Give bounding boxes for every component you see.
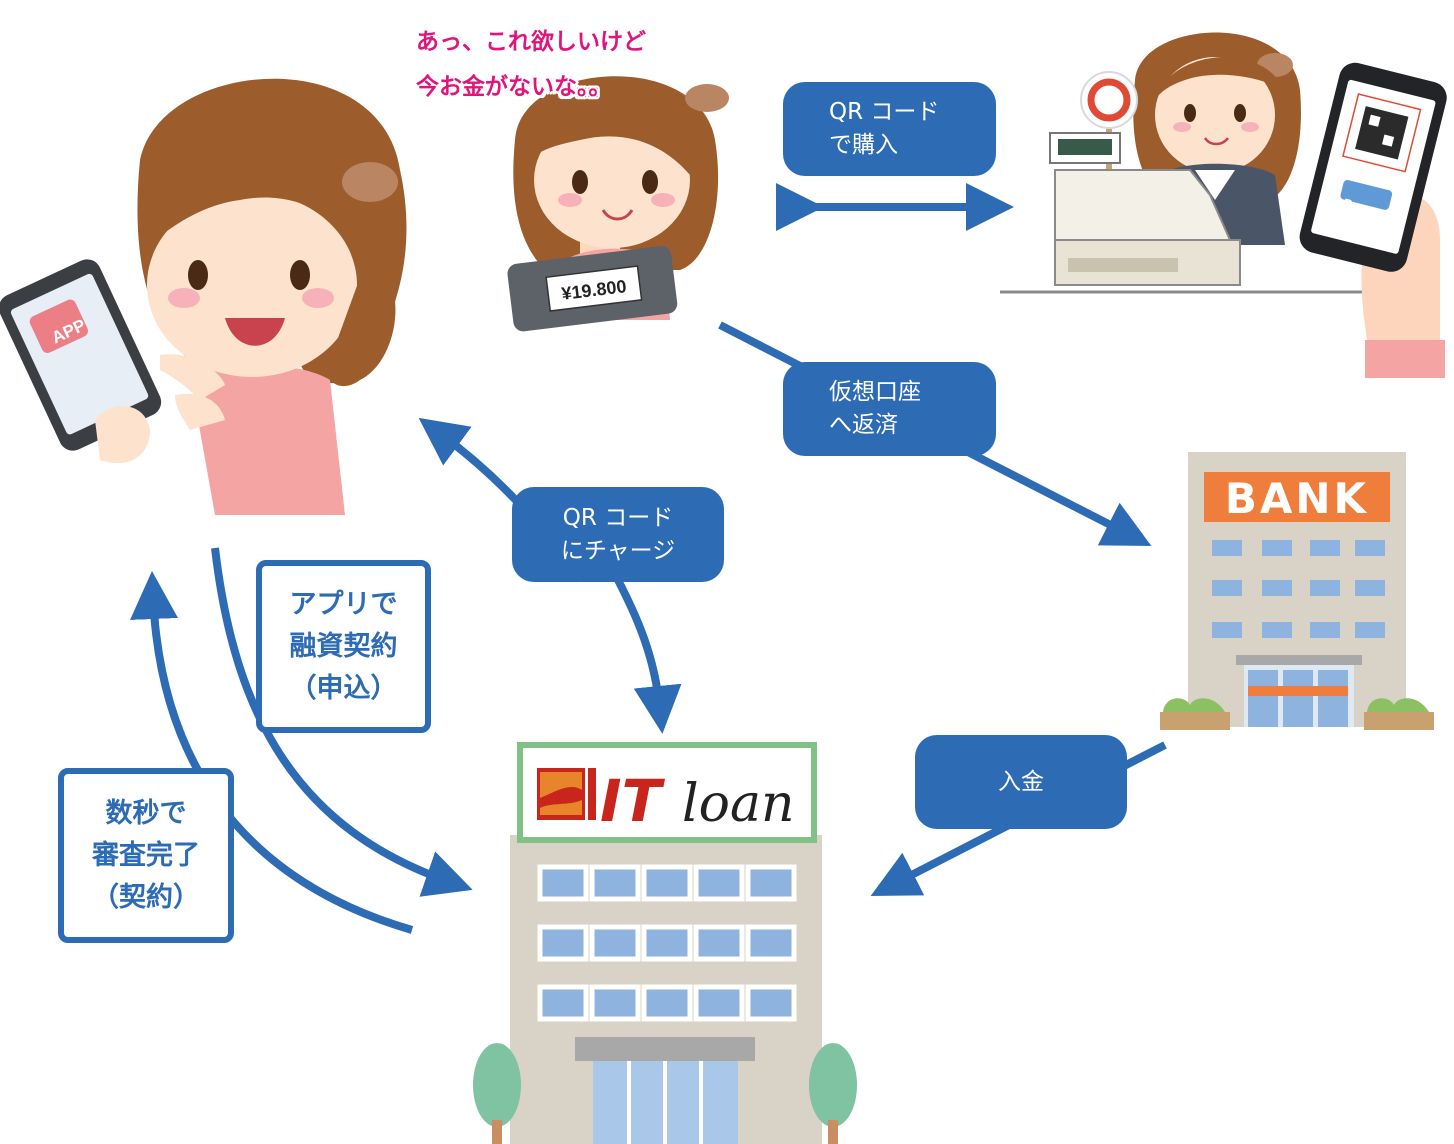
bank-building-illustration — [1160, 452, 1434, 730]
left-hand — [95, 406, 150, 464]
qr-charge-line-1: QR コード — [562, 504, 674, 531]
qr-purchase-line-1: QR コード — [829, 99, 940, 125]
app-loan-line-1: アプリで — [289, 588, 398, 620]
qr-purchase-label: QR コード で購入 — [783, 82, 996, 176]
review-label: 数秒で 審査完了 （契約） — [58, 768, 234, 943]
cashier-illustration — [1000, 32, 1447, 378]
itloan-logo-it: IT — [600, 767, 666, 835]
app-phone-illustration — [0, 259, 162, 451]
itloan-logo-loan: loan — [682, 774, 794, 834]
charge-down-arrow — [606, 563, 682, 734]
virtual-account-line-2: へ返済 — [829, 412, 898, 438]
deposit-text: 入金 — [998, 768, 1044, 795]
main-woman-illustration — [137, 78, 407, 515]
app-loan-label: アプリで 融資契約 （申込） — [256, 560, 431, 733]
qr-purchase-line-2: で購入 — [829, 132, 898, 158]
virtual-account-line-1: 仮想口座 — [829, 379, 921, 405]
review-line-1: 数秒で — [105, 797, 187, 829]
speech-line-2: 今お金がないな。。 — [416, 74, 612, 100]
review-line-2: 審査完了 — [92, 839, 200, 871]
virtual-account-label: 仮想口座 へ返済 — [783, 362, 996, 456]
qr-charge-label: QR コード にチャージ — [512, 487, 724, 582]
bank-sign-text: BANK — [1225, 474, 1369, 523]
deposit-label: 入金 — [915, 735, 1127, 829]
qr-charge-line-2: にチャージ — [560, 537, 676, 564]
apply-arrow — [211, 547, 473, 897]
speech-text: あっ、これ欲しいけど 今お金がないな。。 — [416, 20, 646, 110]
pay-button-text: Pay — [1342, 195, 1369, 215]
itloan-building-illustration — [473, 742, 857, 1144]
app-loan-line-2: 融資契約 — [289, 630, 398, 662]
speech-line-1: あっ、これ欲しいけど — [416, 29, 646, 55]
app-loan-line-3: （申込） — [289, 672, 398, 704]
price-tablet-illustration — [507, 246, 678, 332]
review-line-3: （契約） — [92, 881, 200, 913]
